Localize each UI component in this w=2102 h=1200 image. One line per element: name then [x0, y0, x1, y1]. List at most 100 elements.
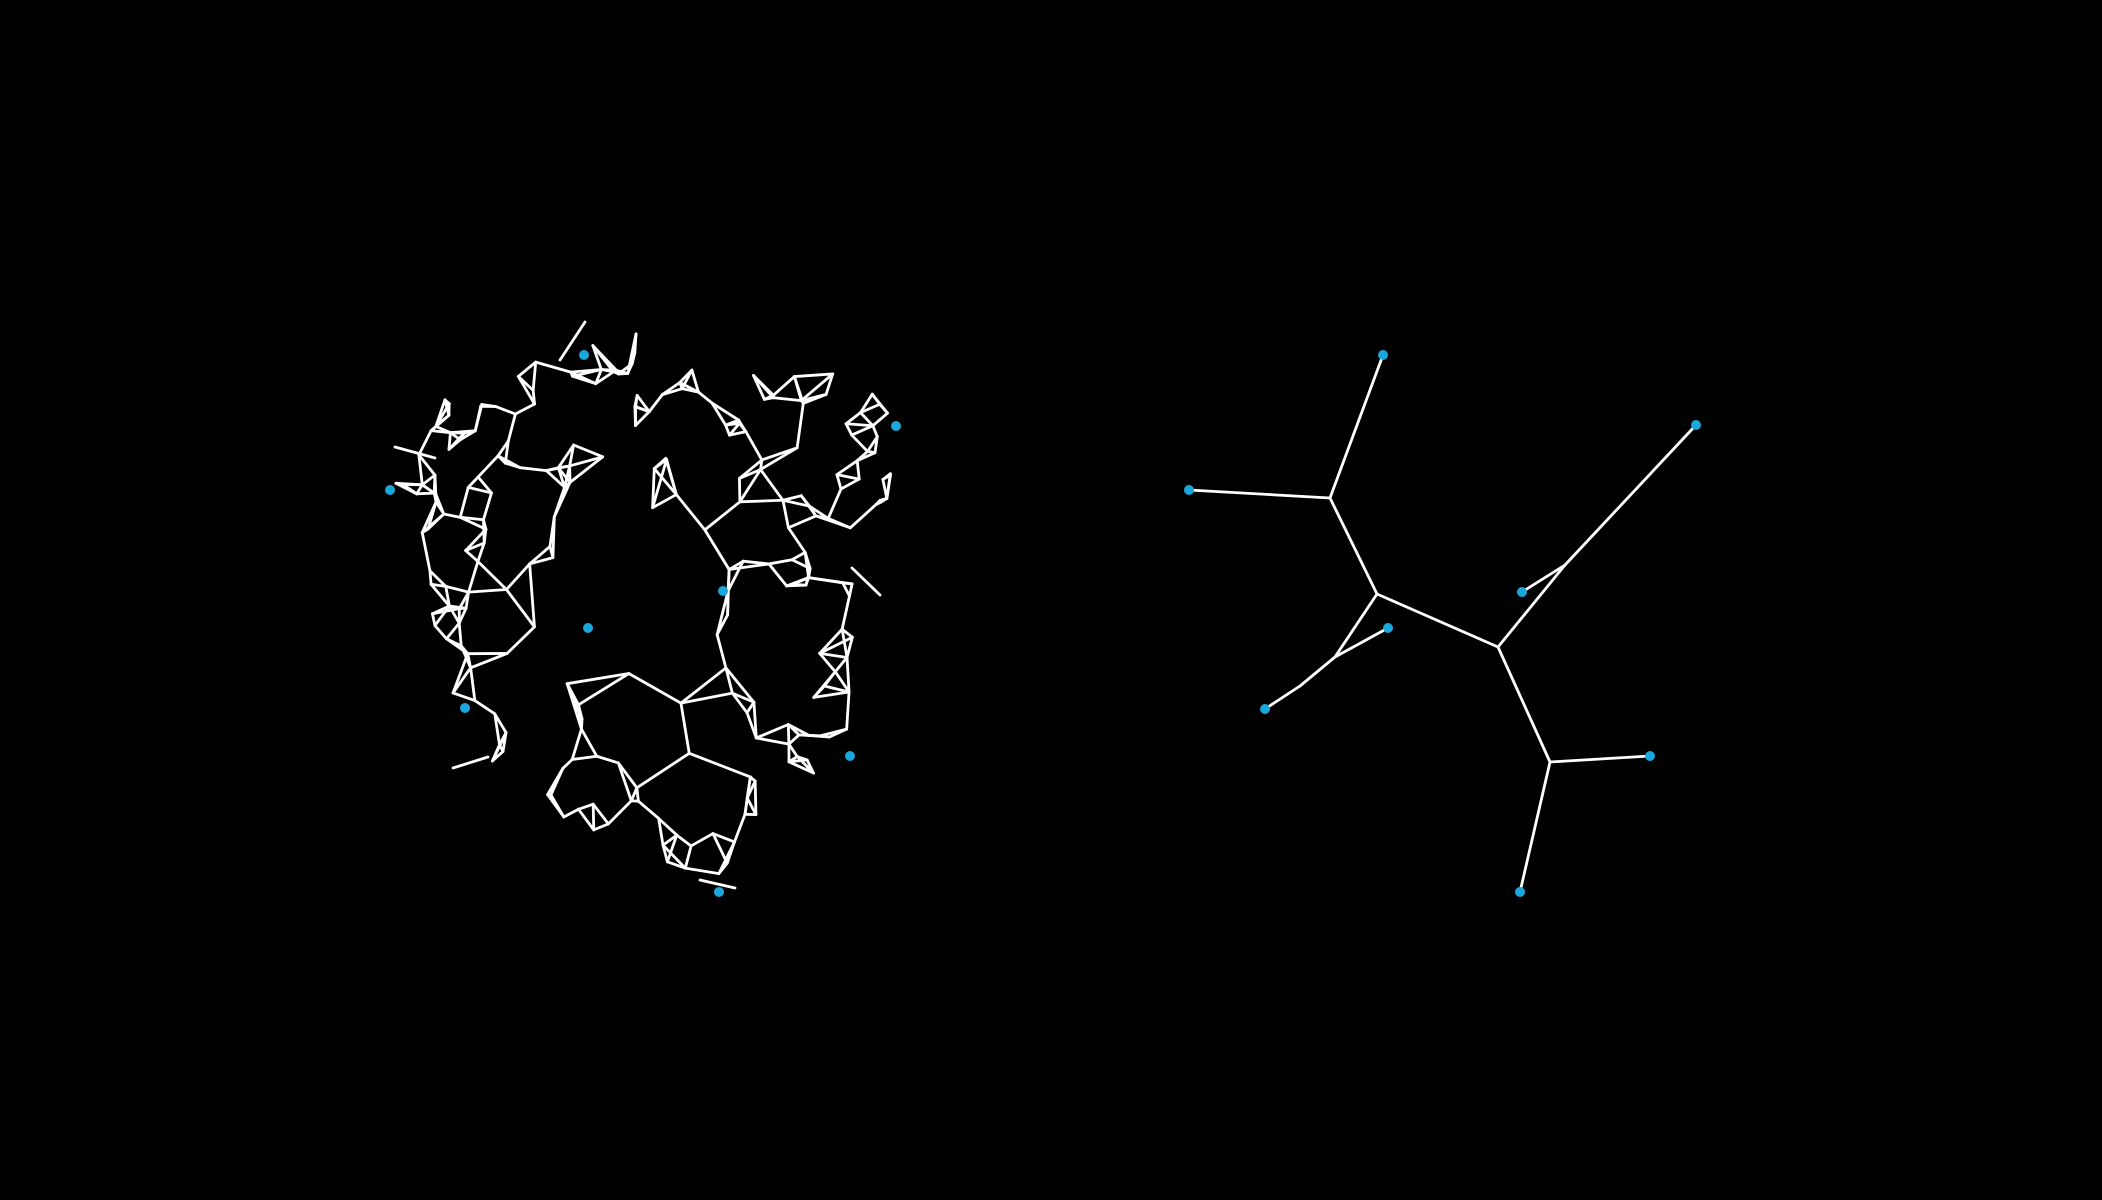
mesh-edge	[866, 435, 879, 453]
mesh-edge	[433, 604, 451, 627]
mesh-edge	[790, 550, 807, 562]
mesh-edge	[457, 590, 470, 611]
mesh-edge	[812, 690, 851, 699]
mesh-edge	[801, 392, 828, 405]
mesh-edge	[822, 684, 851, 694]
mesh-edge	[476, 475, 493, 495]
mesh-edge	[840, 627, 849, 659]
tree-edge	[1328, 496, 1379, 596]
mesh-edge	[679, 691, 734, 705]
mesh-edge	[859, 392, 874, 415]
mesh-edge	[528, 545, 552, 566]
mesh-edge	[807, 576, 854, 586]
mesh-edge	[447, 604, 468, 610]
mesh-edge	[494, 405, 517, 416]
terminal-node	[1691, 420, 1701, 430]
mesh-edge	[661, 843, 669, 864]
mesh-edge	[451, 755, 490, 770]
mesh-edge	[516, 375, 535, 392]
mesh-edge	[738, 468, 762, 504]
mesh-edge	[577, 802, 595, 811]
mesh-edge	[571, 368, 603, 378]
mesh-edge	[689, 832, 715, 848]
mesh-edge	[787, 514, 818, 530]
mesh-edge	[818, 627, 844, 655]
mesh-edge	[822, 670, 837, 688]
mesh-edge	[464, 549, 480, 563]
mesh-edge	[570, 754, 599, 761]
tree-edge	[1520, 563, 1567, 594]
mesh-edge	[844, 422, 854, 437]
mesh-edge	[752, 374, 775, 400]
mesh-edge	[848, 503, 878, 530]
terminal-node	[460, 703, 470, 713]
mesh-edge	[467, 560, 480, 594]
mesh-edge	[724, 418, 741, 427]
mesh-edge	[420, 531, 432, 573]
mesh-edge	[679, 666, 728, 705]
mesh-edge	[457, 606, 468, 625]
mesh-edge	[792, 372, 835, 378]
mesh-edge	[457, 621, 463, 648]
mesh-edge	[845, 656, 851, 694]
mesh-edge	[420, 512, 446, 534]
mesh-edge	[666, 860, 687, 870]
mesh-edge	[703, 500, 742, 532]
mesh-edge	[725, 840, 736, 865]
mesh-edge	[647, 393, 664, 414]
mesh-edge	[428, 569, 433, 586]
mesh-edge	[850, 566, 882, 597]
mesh-edge	[420, 483, 436, 495]
tree-edge	[1548, 754, 1652, 764]
mesh-edge	[433, 624, 448, 641]
mesh-edge	[591, 344, 618, 372]
mesh-edge	[855, 450, 869, 463]
terminal-node	[718, 586, 728, 596]
mesh-edge	[514, 402, 536, 416]
tree-edge	[1496, 563, 1567, 649]
terminal-node	[1184, 485, 1194, 495]
mesh-edge	[678, 381, 700, 394]
mesh-edge	[556, 443, 576, 470]
mesh-edge	[616, 761, 633, 803]
mesh-edge	[428, 569, 448, 588]
mesh-edge	[591, 802, 610, 826]
mesh-edge	[859, 402, 882, 415]
mesh-edge	[724, 666, 756, 704]
mesh-edge	[552, 481, 572, 519]
mesh-edge	[417, 453, 424, 487]
mesh-edge	[759, 468, 785, 502]
mesh-edge	[738, 498, 785, 504]
mesh-edge	[818, 635, 854, 655]
mesh-edge	[599, 368, 618, 372]
mesh-edge	[841, 581, 851, 598]
mesh-edge	[429, 582, 451, 608]
mesh-edge	[451, 691, 477, 702]
mesh-edge	[544, 469, 566, 489]
mesh-edge	[580, 727, 599, 758]
mesh-edge	[679, 701, 691, 755]
mesh-edge	[818, 651, 837, 674]
mesh-edge	[415, 483, 424, 496]
mesh-edge	[447, 431, 452, 451]
right-terminal-nodes	[1184, 350, 1701, 897]
mesh-edge	[473, 404, 483, 433]
mesh-edge	[754, 736, 791, 746]
mesh-edge	[728, 430, 748, 437]
mesh-edge	[885, 473, 892, 500]
mesh-edge	[726, 568, 731, 617]
mesh-edge	[859, 411, 875, 428]
mesh-edge	[730, 691, 756, 704]
mesh-edge	[651, 493, 678, 510]
mesh-edge	[833, 670, 851, 694]
mesh-edge	[572, 443, 605, 459]
mesh-edge	[787, 526, 807, 554]
mesh-edge	[635, 394, 651, 414]
mesh-edge	[616, 761, 639, 790]
mesh-edge	[528, 562, 536, 629]
mesh-edge	[781, 498, 811, 508]
mesh-edge	[795, 401, 805, 450]
terminal-node	[583, 623, 593, 633]
mesh-edge	[835, 473, 843, 491]
mesh-edge	[493, 712, 501, 747]
